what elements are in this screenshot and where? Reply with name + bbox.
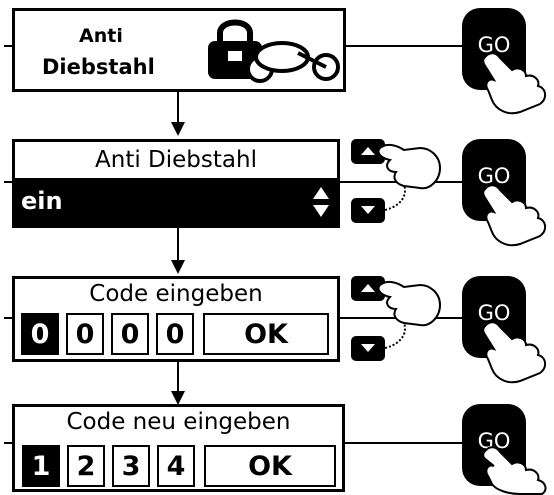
down-key-icon (351, 198, 385, 223)
selected-value: ein (21, 187, 63, 215)
display-step-code-eingeben: Code eingeben 0 0 0 0 OK (12, 276, 340, 362)
selected-value-bar[interactable]: ein (15, 178, 337, 225)
bike-lock-icon (208, 19, 340, 83)
display-step-anti-diebstahl-value: Anti Diebstahl ein (12, 139, 340, 228)
down-arrow (171, 122, 185, 136)
code-digit[interactable]: 2 (67, 445, 105, 487)
code-digit[interactable]: 3 (112, 445, 150, 487)
menu-title: Code eingeben (89, 281, 263, 307)
ok-button[interactable]: OK (203, 313, 329, 355)
menu-title-line2: Diebstahl (42, 55, 155, 79)
go-button-label: GO (477, 164, 511, 188)
menu-title: Code neu eingeben (66, 409, 291, 435)
code-digit[interactable]: 1 (22, 445, 60, 487)
hand-pointer-icon (377, 280, 442, 327)
code-digit[interactable]: 0 (111, 313, 149, 355)
hand-pointer-icon (482, 52, 546, 115)
menu-title-line1: Anti (79, 25, 123, 47)
up-key-icon (351, 276, 385, 301)
up-down-arrows-icon (313, 187, 329, 217)
code-digit[interactable]: 4 (157, 445, 195, 487)
down-arrow (171, 260, 185, 274)
down-key-icon (351, 336, 385, 361)
code-digit[interactable]: 0 (21, 313, 59, 355)
code-digit[interactable]: 0 (66, 313, 104, 355)
display-step-code-neu-eingeben: Code neu eingeben 1 2 3 4 OK (12, 404, 345, 492)
display-step-anti-diebstahl: Anti Diebstahl (12, 8, 346, 92)
code-digit[interactable]: 0 (156, 313, 194, 355)
hand-pointer-icon (482, 321, 546, 384)
down-arrow (171, 391, 185, 405)
ok-button[interactable]: OK (204, 445, 336, 487)
hand-pointer-icon (482, 446, 547, 495)
menu-title: Anti Diebstahl (95, 147, 257, 173)
hand-pointer-icon (377, 143, 442, 190)
up-key-icon (351, 139, 385, 164)
go-button-label: GO (477, 301, 511, 325)
hand-pointer-icon (482, 184, 546, 247)
